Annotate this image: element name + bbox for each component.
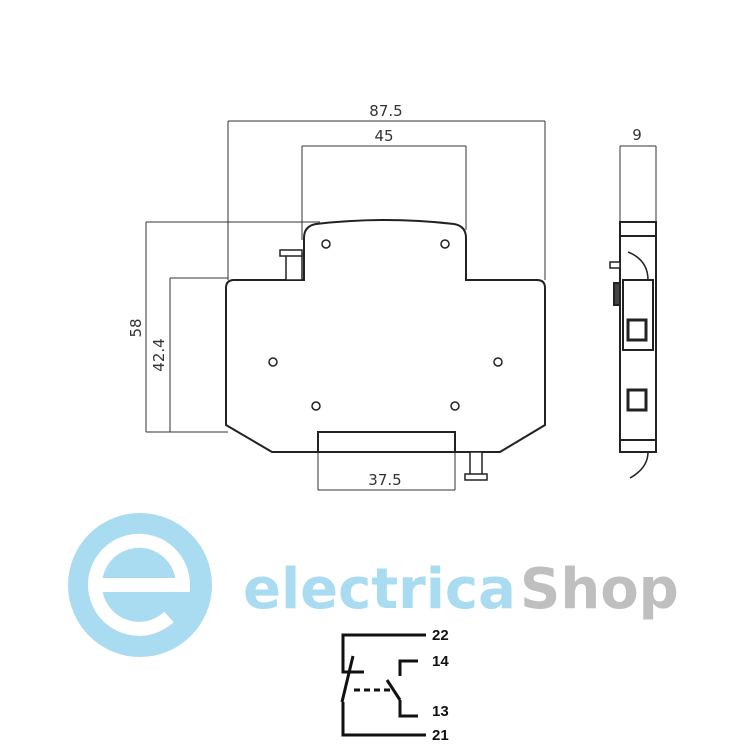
dim-label-overall-width: 87.5: [369, 102, 402, 120]
terminal-label-22: 22: [432, 627, 449, 644]
watermark-text-electrica: electrica: [243, 557, 516, 622]
terminal-label-21: 21: [432, 727, 449, 744]
logo-e-icon: [88, 533, 191, 636]
terminal-label-14: 14: [432, 653, 449, 670]
side-view: [609, 221, 657, 479]
dim-label-overall-height: 58: [127, 318, 145, 337]
contact-schematic: [340, 633, 426, 737]
dim-label-body-height: 42.4: [150, 338, 168, 371]
dim-label-side-width: 9: [632, 126, 642, 144]
dim-label-rail-width: 37.5: [368, 471, 401, 489]
terminal-label-13: 13: [432, 703, 449, 720]
watermark-logo: electrica Shop: [68, 513, 679, 657]
dim-label-top-width: 45: [374, 127, 393, 145]
front-view: [225, 219, 546, 481]
watermark-text-shop: Shop: [520, 557, 679, 622]
